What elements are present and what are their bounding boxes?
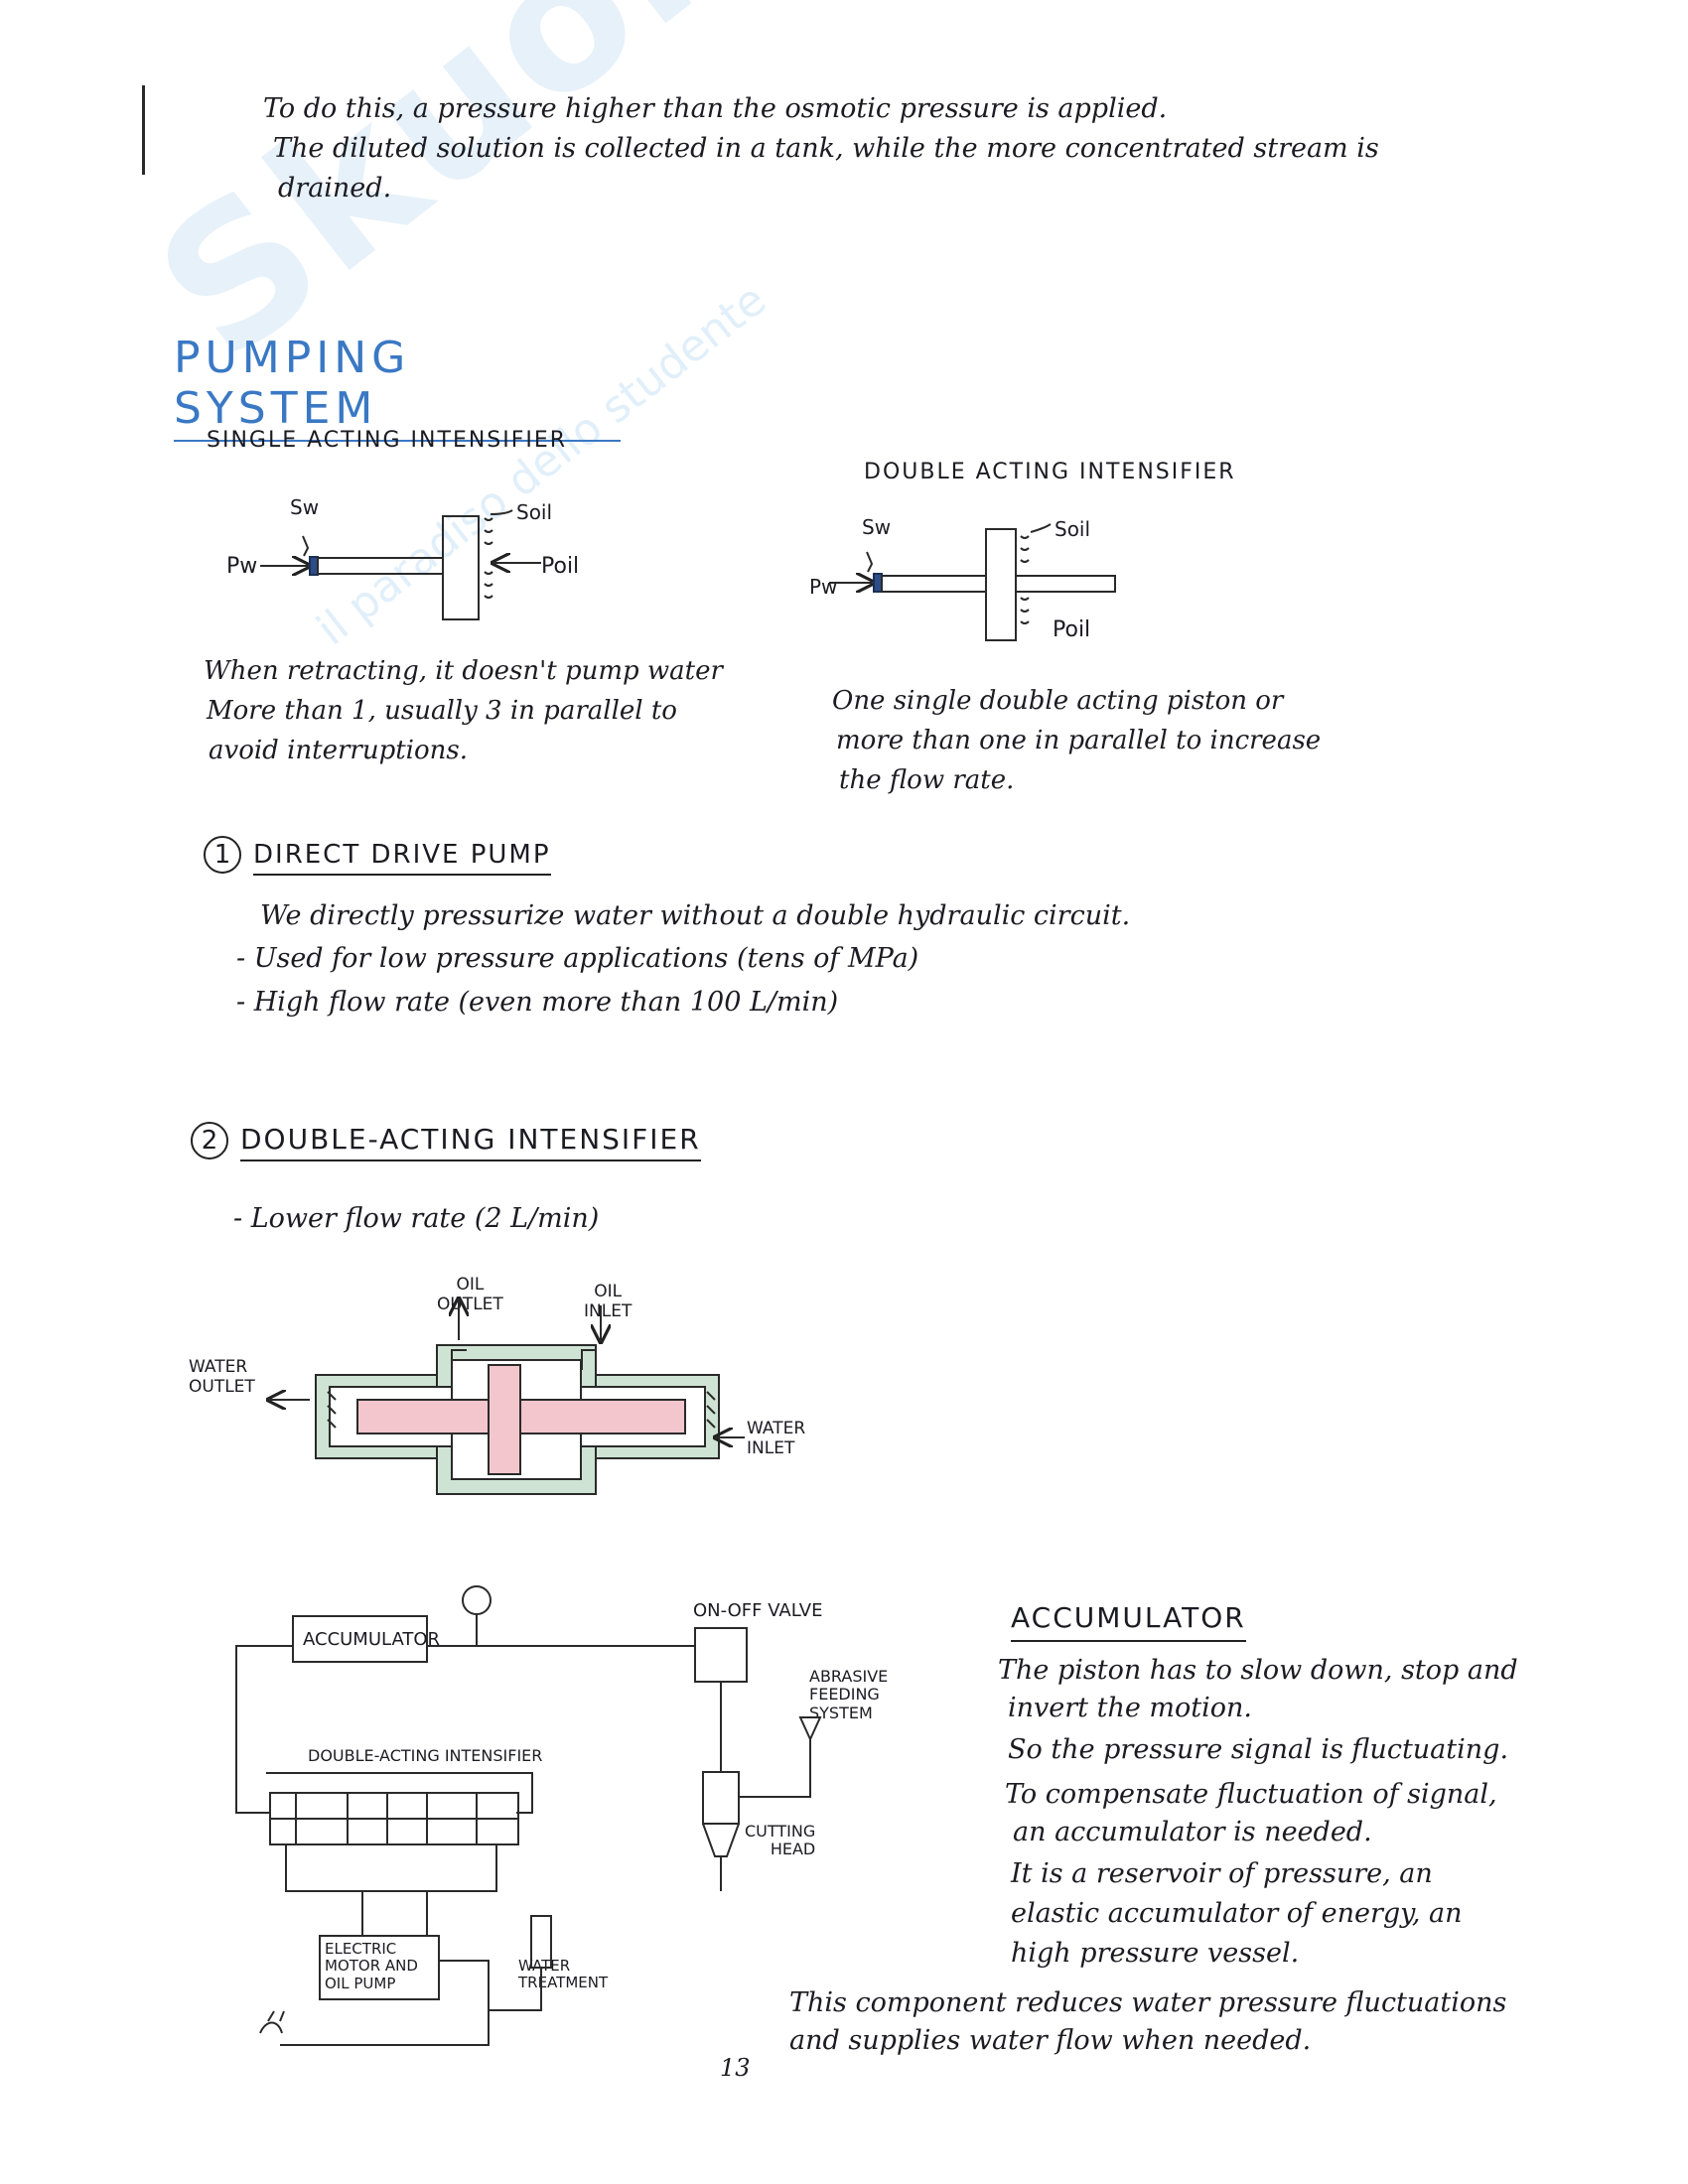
intro-line-1: To do this, a pressure higher than the o… (263, 93, 1168, 124)
single-intensifier-sketch (260, 509, 541, 620)
single-text-3: avoid interruptions. (209, 736, 468, 765)
direct-drive-line-1: We directly pressurize water without a d… (260, 900, 1131, 931)
page-number: 13 (720, 2054, 751, 2082)
double-intensifier-sketch (829, 523, 1116, 641)
double-text-1: One single double acting piston or (832, 686, 1284, 716)
intro-line-3: drained. (278, 173, 392, 204)
accumulator-summary-1: This component reduces water pressure fl… (789, 1987, 1507, 2018)
double-text-3: the flow rate. (839, 765, 1015, 795)
system-intensifier-label: DOUBLE-ACTING INTENSIFIER (308, 1746, 543, 1765)
double-intensifier-heading: 2 DOUBLE-ACTING INTENSIFIER (191, 1122, 701, 1161)
accumulator-note-7: elastic accumulator of energy, an (1011, 1898, 1463, 1929)
single-text-2: More than 1, usually 3 in parallel to (207, 696, 677, 726)
accumulator-note-1: The piston has to slow down, stop and (998, 1655, 1518, 1686)
single-text-1: When retracting, it doesn't pump water (204, 656, 723, 686)
single-pw-label: Pw (226, 554, 258, 579)
accumulator-notes-title: ACCUMULATOR (1011, 1600, 1246, 1643)
accumulator-note-6: It is a reservoir of pressure, an (1011, 1858, 1433, 1889)
direct-drive-number: 1 (204, 836, 241, 874)
double-poil-label: Poil (1053, 617, 1091, 642)
direct-drive-heading: 1 DIRECT DRIVE PUMP (204, 836, 551, 876)
accumulator-note-3: So the pressure signal is fluctuating. (1008, 1734, 1509, 1765)
direct-drive-line-2: - Used for low pressure applications (te… (236, 943, 919, 974)
single-poil-label: Poil (541, 554, 580, 579)
double-soil-label: Soil (1055, 517, 1091, 541)
section-title: PUMPING SYSTEM (174, 333, 621, 442)
waterjet-system-diagram (235, 1585, 822, 2046)
margin-line (142, 85, 145, 175)
accumulator-note-2: invert the motion. (1008, 1693, 1252, 1723)
accumulator-note-4: To compensate fluctuation of signal, (1005, 1779, 1497, 1810)
accumulator-note-5: an accumulator is needed. (1013, 1817, 1372, 1847)
intro-line-2: The diluted solution is collected in a t… (273, 133, 1379, 164)
single-soil-label: Soil (516, 500, 553, 524)
single-title: SINGLE ACTING INTENSIFIER (207, 428, 568, 453)
double-intensifier-title: DOUBLE-ACTING INTENSIFIER (240, 1123, 701, 1161)
on-off-valve-label: ON-OFF VALVE (693, 1600, 823, 1621)
intensifier-cross-section (270, 1300, 745, 1495)
double-intensifier-number: 2 (191, 1122, 228, 1160)
direct-drive-title: DIRECT DRIVE PUMP (253, 840, 551, 876)
accumulator-note-8: high pressure vessel. (1011, 1938, 1300, 1969)
accumulator-summary-2: and supplies water flow when needed. (789, 2025, 1312, 2056)
double-text-2: more than one in parallel to increase (836, 726, 1322, 755)
double-intensifier-line-1: - Lower flow rate (2 L/min) (233, 1203, 600, 1234)
system-accumulator-label: ACCUMULATOR (303, 1629, 441, 1650)
double-title: DOUBLE ACTING INTENSIFIER (864, 460, 1236, 484)
single-sw-label: Sw (290, 495, 320, 519)
double-pw-label: Pw (809, 575, 838, 599)
direct-drive-line-3: - High flow rate (even more than 100 L/m… (236, 987, 839, 1018)
double-sw-label: Sw (862, 515, 892, 539)
